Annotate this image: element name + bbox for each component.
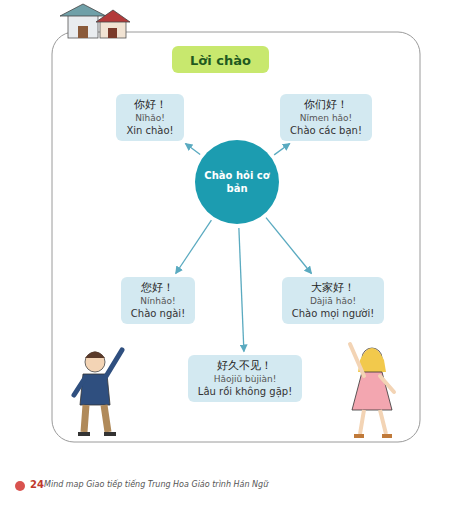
girl-figure <box>350 344 394 436</box>
greeting-box: 大家好！Dàjiā hǎo!Chào mọi người! <box>282 277 385 324</box>
greeting-box: 您好！Nínhǎo!Chào ngài! <box>121 277 195 324</box>
arrow-connector <box>266 218 311 274</box>
pinyin-text: Hǎojiǔ bùjiàn! <box>198 373 292 385</box>
hanzi-text: 你们好！ <box>290 98 362 112</box>
hanzi-text: 大家好！ <box>292 281 375 295</box>
translation-text: Chào các bạn! <box>290 124 362 137</box>
translation-text: Xin chào! <box>126 124 173 137</box>
arrow-connector <box>239 228 244 352</box>
greeting-box: 好久不见！Hǎojiǔ bùjiàn!Lâu rồi không gặp! <box>188 355 302 402</box>
footer-text: Mind map Giao tiếp tiếng Trung Hoa Giáo … <box>44 480 268 489</box>
building-icon <box>60 4 130 38</box>
footer-icon <box>15 481 25 491</box>
hanzi-text: 好久不见！ <box>198 359 292 373</box>
pinyin-text: Dàjiā hǎo! <box>292 295 375 307</box>
title: Lời chào <box>190 53 251 68</box>
translation-text: Chào ngài! <box>131 307 185 320</box>
pinyin-text: Nǐmen hǎo! <box>290 112 362 124</box>
arrow-connector <box>176 220 212 273</box>
arrow-connector <box>185 144 200 155</box>
center-label: Chào hỏi cơ bản <box>203 169 271 195</box>
boy-figure <box>74 350 122 434</box>
greeting-box: 你好！Nǐhǎo!Xin chào! <box>116 94 183 141</box>
translation-text: Lâu rồi không gặp! <box>198 385 292 398</box>
hanzi-text: 您好！ <box>131 281 185 295</box>
greeting-box: 你们好！Nǐmen hǎo!Chào các bạn! <box>280 94 372 141</box>
title-bubble: Lời chào <box>172 46 269 73</box>
arrow-connector <box>274 144 290 155</box>
page-number: 24 <box>30 479 44 490</box>
pinyin-text: Nínhǎo! <box>131 295 185 307</box>
center-circle: Chào hỏi cơ bản <box>195 140 279 224</box>
pinyin-text: Nǐhǎo! <box>126 112 173 124</box>
translation-text: Chào mọi người! <box>292 307 375 320</box>
hanzi-text: 你好！ <box>126 98 173 112</box>
